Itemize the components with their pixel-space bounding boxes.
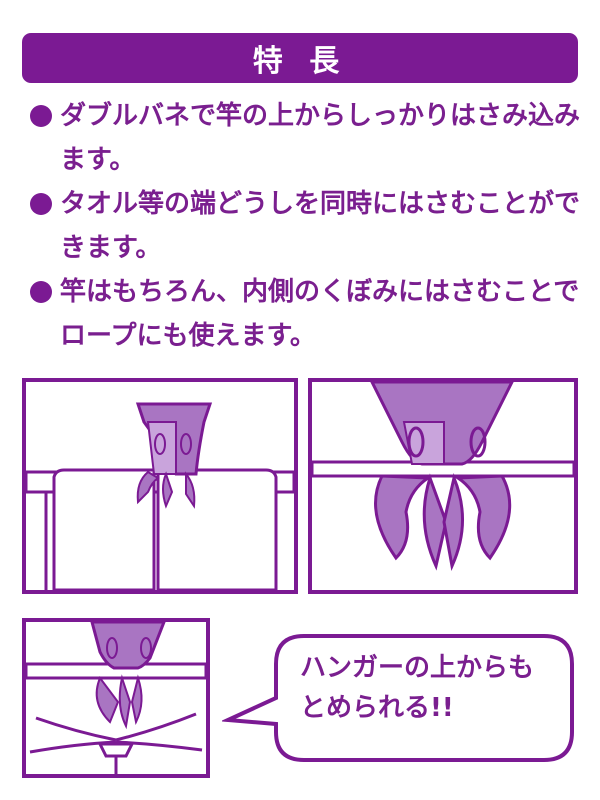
hanger-clip-illustration [26, 622, 206, 774]
banner-title: 特 長 [252, 44, 348, 79]
clip-icon [90, 622, 166, 730]
clip-icon [370, 382, 514, 571]
towel-clip-illustration [26, 402, 294, 590]
feature-text: タオル等の端どうしを同時にはさむことができます。 [60, 189, 581, 263]
towel-left-shape [52, 468, 156, 590]
callout-text: ハンガーの上からも とめられる!! [300, 648, 560, 728]
bullet-icon [30, 193, 52, 215]
hanger-icon [29, 712, 203, 774]
feature-item: タオル等の端どうしを同時にはさむことができます。 [30, 182, 590, 270]
callout-line-1: ハンガーの上からも [300, 653, 535, 683]
feature-text: ダブルバネで竿の上からしっかりはさみ込みます。 [60, 101, 581, 175]
feature-item: ダブルバネで竿の上からしっかりはさみ込みます。 [30, 94, 590, 182]
towel-right-shape [156, 468, 278, 590]
illustration-clip-closeup [308, 378, 578, 594]
clip-closeup-illustration [312, 382, 574, 571]
hanger-hub-shape [97, 742, 135, 758]
callout-line-2: とめられる!! [300, 693, 454, 723]
illustration-towels-on-pole [22, 378, 298, 594]
feature-banner: 特 長 [22, 33, 578, 83]
feature-item: 竿はもちろん、内側のくぼみにはさむことでロープにも使えます。 [30, 270, 590, 358]
feature-list: ダブルバネで竿の上からしっかりはさみ込みます。 タオル等の端どうしを同時にはさむ… [30, 94, 590, 358]
feature-text: 竿はもちろん、内側のくぼみにはさむことでロープにも使えます。 [60, 277, 580, 351]
bullet-icon [30, 105, 52, 127]
clip-icon [135, 402, 213, 509]
speech-bubble [222, 634, 574, 762]
illustration-hanger-clip [22, 618, 210, 778]
bullet-icon [30, 281, 52, 303]
